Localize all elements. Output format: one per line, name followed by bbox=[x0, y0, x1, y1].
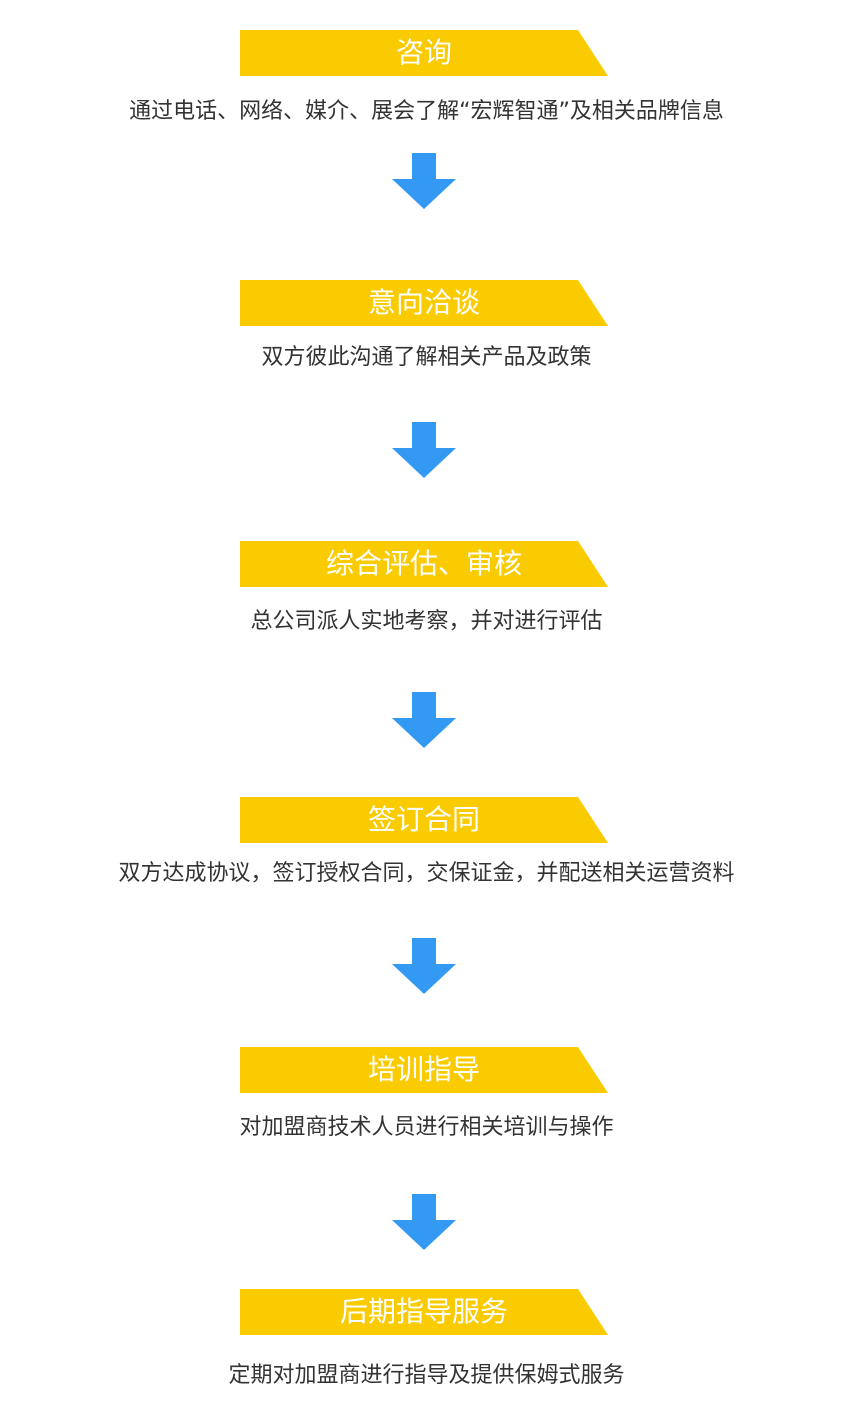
step-title: 后期指导服务 bbox=[339, 1295, 508, 1328]
arrow-down-icon bbox=[392, 422, 456, 478]
step-title: 签订合同 bbox=[367, 803, 480, 836]
step-banner-contract: 签订合同 bbox=[240, 797, 608, 843]
step-title: 意向洽谈 bbox=[367, 286, 480, 319]
step-banner-intent: 意向洽谈 bbox=[240, 280, 608, 326]
step-banner-aftercare: 后期指导服务 bbox=[240, 1289, 608, 1335]
step-banner-training: 培训指导 bbox=[240, 1047, 608, 1093]
arrow-down-icon bbox=[392, 692, 456, 748]
step-description: 双方彼此沟通了解相关产品及政策 bbox=[261, 345, 592, 370]
step-banner-evaluate: 综合评估、审核 bbox=[240, 541, 608, 587]
step-title: 培训指导 bbox=[367, 1053, 480, 1086]
arrow-down-icon bbox=[392, 1194, 456, 1250]
step-description: 定期对加盟商进行指导及提供保姆式服务 bbox=[228, 1363, 625, 1388]
step-description: 总公司派人实地考察，并对进行评估 bbox=[250, 609, 603, 634]
step-description: 双方达成协议，签订授权合同，交保证金，并配送相关运营资料 bbox=[118, 861, 735, 886]
arrow-down-icon bbox=[392, 938, 456, 994]
step-description: 通过电话、网络、媒介、展会了解“宏辉智通”及相关品牌信息 bbox=[129, 99, 724, 124]
step-description: 对加盟商技术人员进行相关培训与操作 bbox=[239, 1115, 614, 1140]
step-title: 咨询 bbox=[395, 36, 452, 69]
arrow-down-icon bbox=[392, 153, 456, 209]
step-banner-consult: 咨询 bbox=[240, 30, 608, 76]
step-title: 综合评估、审核 bbox=[325, 547, 522, 580]
